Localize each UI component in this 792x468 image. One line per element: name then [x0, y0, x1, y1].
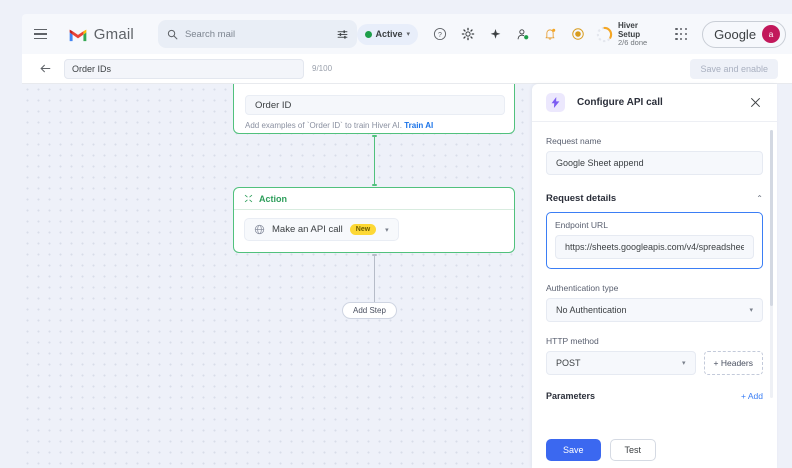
hiver-setup-title: Hiver Setup — [617, 20, 641, 39]
authentication-type-value: No Authentication — [556, 305, 627, 315]
train-ai-link[interactable]: Train AI — [404, 121, 434, 130]
http-method-row: POST ▾ + Headers — [546, 351, 763, 375]
request-name-field[interactable] — [546, 151, 763, 175]
workflow-canvas[interactable]: Order ID Add examples of `Order ID` to t… — [22, 84, 532, 468]
hiver-setup-progress[interactable]: Hiver Setup 2/6 done — [596, 21, 662, 48]
workflow-toolbar: 9/100 Save and enable — [22, 54, 792, 84]
scrollbar-thumb[interactable] — [770, 130, 773, 306]
progress-ring-icon — [596, 26, 613, 42]
apps-grid-icon[interactable] — [669, 22, 693, 46]
make-api-call-chip[interactable]: Make an API call New ▾ — [244, 218, 399, 241]
workflow-name-input[interactable] — [72, 63, 296, 74]
order-id-field-value: Order ID — [255, 99, 292, 111]
action-node-title: Action — [259, 193, 287, 204]
authentication-type-label: Authentication type — [546, 283, 619, 293]
endpoint-url-group[interactable]: Endpoint URL — [546, 212, 763, 269]
gmail-m-icon — [69, 29, 87, 41]
train-ai-hint: Add examples of `Order ID` to train Hive… — [245, 121, 433, 130]
action-bolt-icon — [244, 194, 253, 203]
panel-footer: Save Test — [532, 430, 777, 468]
panel-header: Configure API call — [532, 84, 777, 122]
action-node-header: Action — [234, 188, 514, 210]
endpoint-url-input[interactable] — [565, 242, 744, 252]
parameters-add-button[interactable]: + Add — [741, 391, 763, 401]
chevron-down-icon: ▾ — [406, 31, 411, 38]
chevron-up-icon[interactable]: ⌃ — [756, 194, 763, 203]
search-bar[interactable] — [157, 20, 357, 48]
endpoint-url-field[interactable] — [555, 235, 754, 259]
configure-api-call-panel: Configure API call Request name Request … — [532, 84, 777, 468]
request-name-input[interactable] — [556, 158, 753, 168]
request-details-section-header[interactable]: Request details ⌃ — [546, 193, 763, 204]
svg-text:?: ? — [438, 32, 442, 39]
back-arrow-icon[interactable] — [34, 58, 56, 80]
top-bar-actions: Active ▾ ? — [356, 20, 792, 48]
connector-action-addstep — [373, 255, 375, 302]
workflow-name-field[interactable] — [64, 58, 304, 79]
contacts-icon[interactable] — [511, 22, 535, 46]
close-icon[interactable] — [747, 95, 763, 111]
connector-trigger-action — [373, 136, 375, 186]
train-ai-hint-text: Add examples of `Order ID` to train Hive… — [245, 121, 402, 130]
hamburger-icon[interactable] — [26, 19, 56, 49]
authentication-type-select[interactable]: No Authentication ▾ — [546, 298, 763, 322]
request-name-label: Request name — [546, 136, 602, 146]
parameters-label: Parameters — [546, 391, 596, 401]
clock-icon[interactable] — [566, 22, 590, 46]
order-id-field[interactable]: Order ID — [245, 95, 505, 115]
status-pill-active[interactable]: Active ▾ — [356, 23, 419, 45]
http-method-select[interactable]: POST ▾ — [546, 351, 696, 375]
sparkle-icon[interactable] — [483, 22, 507, 46]
connector-cap-bottom — [371, 184, 377, 186]
chevron-down-icon: ▾ — [682, 360, 686, 367]
avatar[interactable]: a — [762, 25, 781, 43]
http-method-value: POST — [556, 358, 581, 368]
action-node-card[interactable]: Action Make an API call New ▾ — [233, 187, 515, 253]
gmail-logo: Gmail — [68, 26, 134, 43]
chevron-down-icon[interactable]: ▾ — [385, 226, 389, 234]
status-dot-icon — [364, 30, 372, 38]
panel-scroll-area[interactable]: Request name Request details ⌃ Endpoint … — [532, 122, 777, 430]
search-icon — [167, 29, 178, 40]
gmail-logo-text: Gmail — [93, 25, 134, 43]
trigger-node-card[interactable]: Order ID Add examples of `Order ID` to t… — [233, 84, 515, 134]
globe-icon — [254, 224, 265, 235]
new-badge: New — [349, 224, 377, 235]
google-account-button[interactable]: Google a — [702, 20, 787, 48]
tune-icon[interactable] — [337, 29, 348, 40]
panel-title: Configure API call — [577, 97, 663, 108]
gear-icon[interactable] — [456, 22, 480, 46]
endpoint-url-label: Endpoint URL — [555, 220, 608, 230]
chevron-down-icon: ▾ — [749, 307, 753, 314]
bell-icon[interactable] — [539, 22, 563, 46]
hiver-setup-progress-text: 2/6 done — [617, 37, 648, 47]
test-button[interactable]: Test — [609, 438, 657, 461]
action-node-body: Make an API call New ▾ — [234, 210, 514, 249]
parameters-row: Parameters + Add — [546, 391, 763, 401]
add-step-button[interactable]: Add Step — [342, 302, 397, 319]
save-and-enable-button[interactable]: Save and enable — [690, 58, 778, 79]
status-label: Active — [375, 29, 403, 39]
save-button[interactable]: Save — [546, 438, 601, 461]
request-details-label: Request details — [546, 193, 617, 204]
char-counter: 9/100 — [312, 64, 333, 73]
google-account-label: Google — [714, 26, 757, 42]
http-method-label: HTTP method — [546, 336, 599, 346]
make-api-call-label: Make an API call — [272, 224, 343, 235]
add-headers-button[interactable]: + Headers — [703, 351, 763, 375]
search-input[interactable] — [184, 28, 337, 40]
bolt-icon — [546, 93, 565, 112]
add-step-label: Add Step — [353, 306, 386, 315]
gmail-top-bar: Gmail Active ▾ — [22, 14, 792, 54]
help-icon[interactable]: ? — [428, 22, 452, 46]
